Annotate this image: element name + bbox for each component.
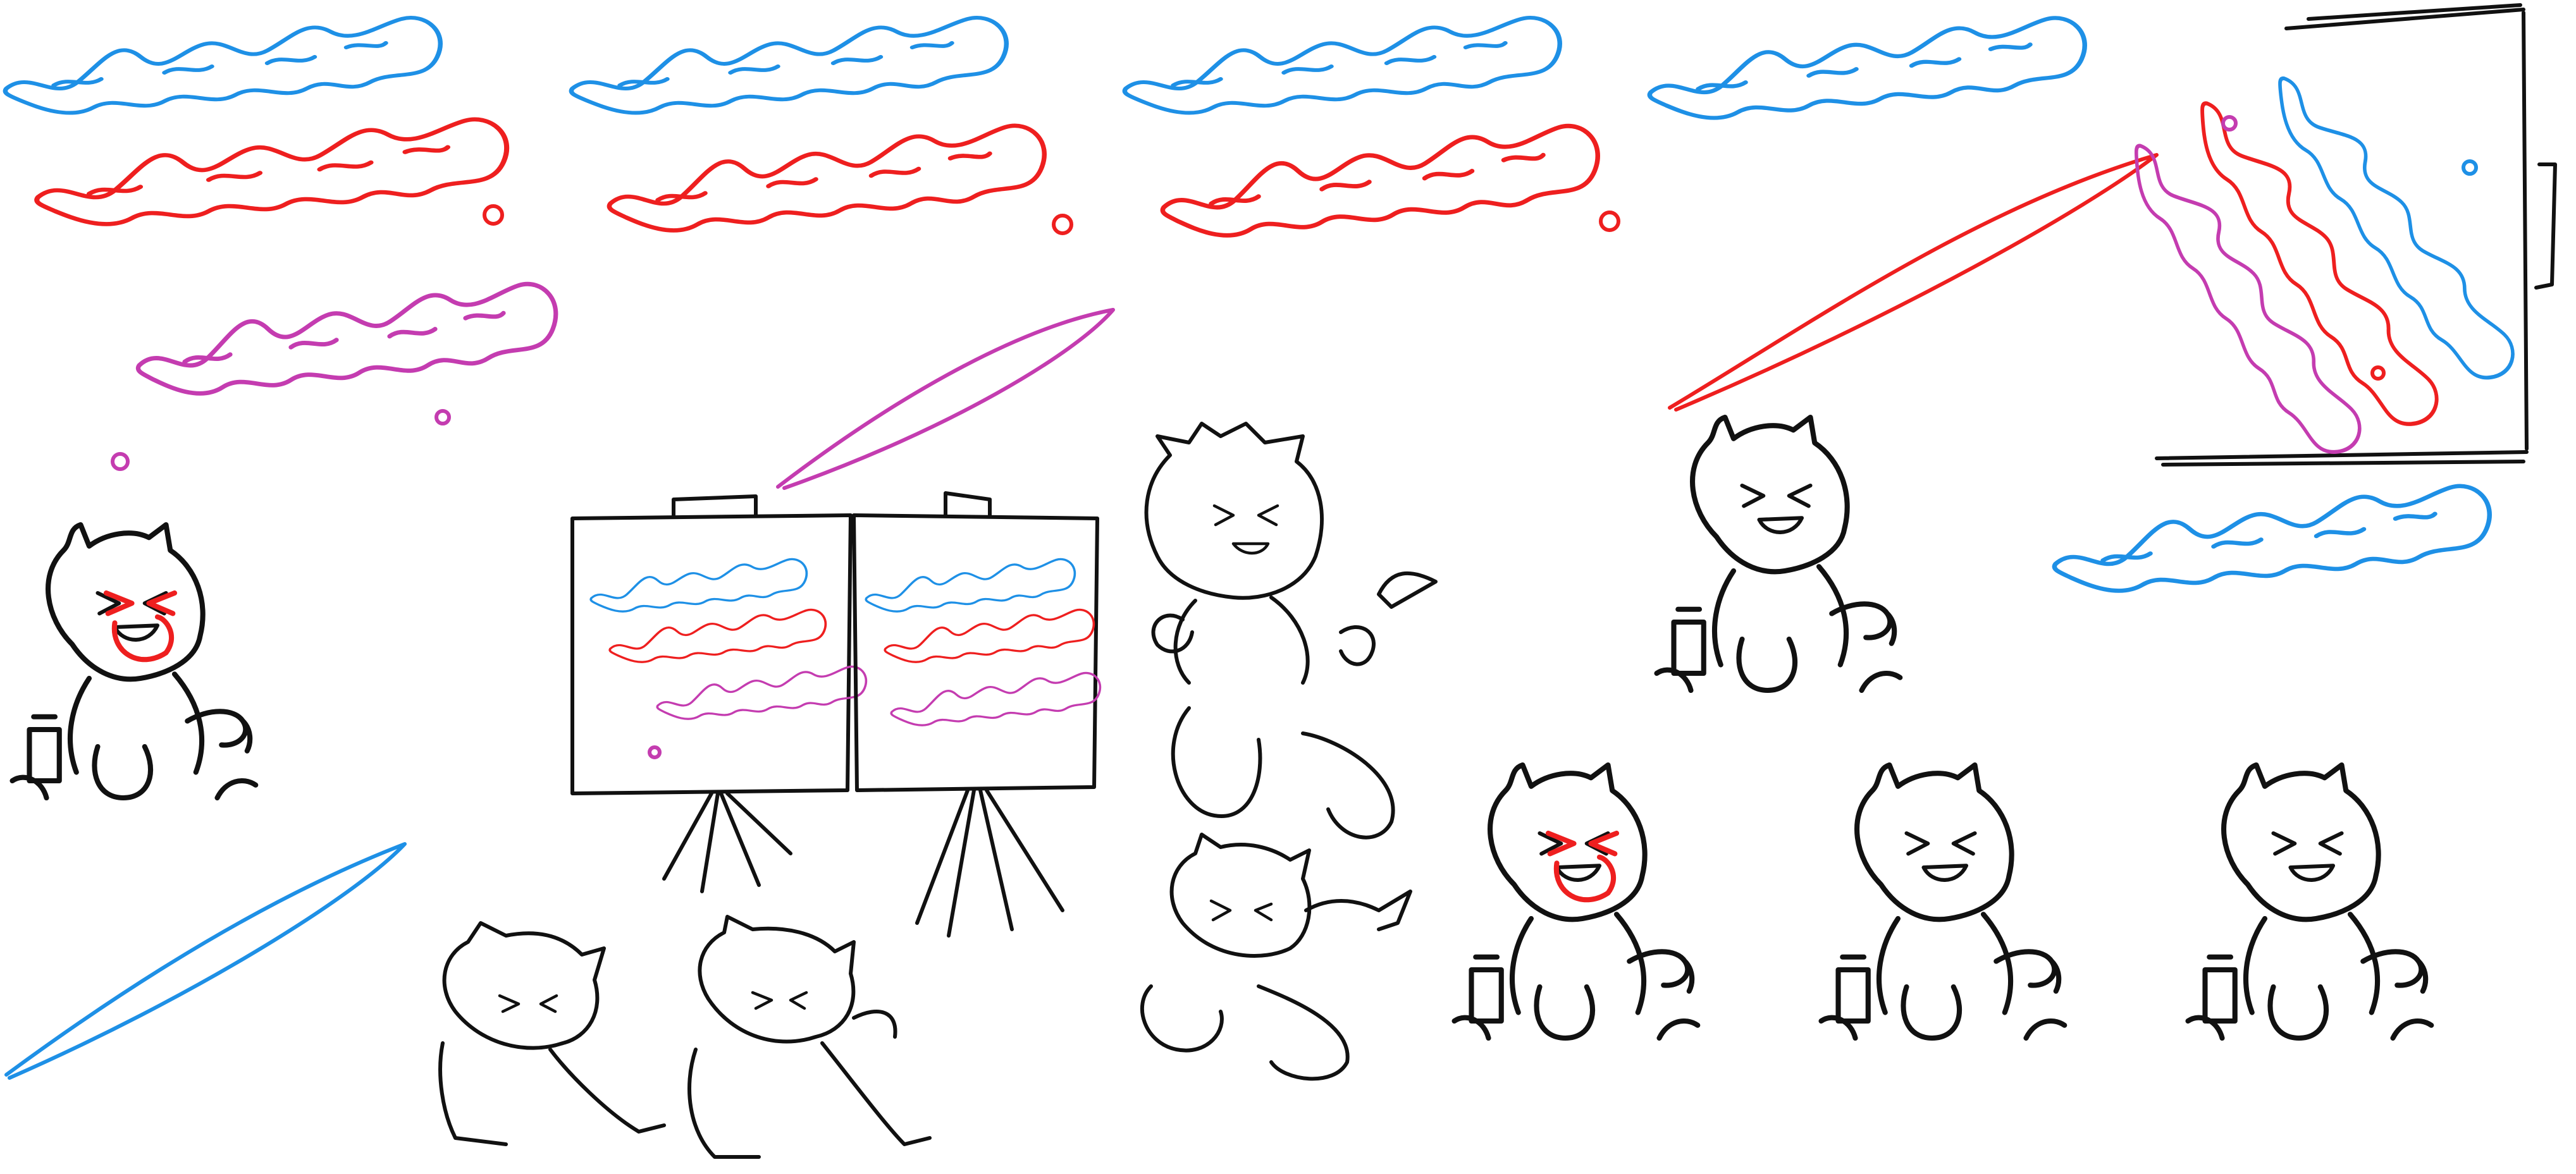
wave-group-3 bbox=[1125, 18, 1620, 235]
laughing-critter-row-1 bbox=[1455, 765, 1698, 1038]
framed-wave-painting bbox=[2121, 3, 2557, 478]
dancing-pair-right bbox=[687, 915, 932, 1159]
wave-group-5 bbox=[2054, 486, 2489, 591]
laughing-critter-row-2 bbox=[1821, 765, 2065, 1038]
wave-group-2 bbox=[571, 18, 1115, 490]
laughing-critter-row-3 bbox=[2188, 765, 2432, 1038]
easel-left bbox=[570, 494, 868, 893]
wave-group-1 bbox=[5, 18, 555, 471]
pink-brush-streak bbox=[776, 308, 1115, 490]
dancing-figure-crouch bbox=[1140, 833, 1412, 1081]
wave-group-4 bbox=[1649, 18, 2159, 412]
red-brush-streak bbox=[1668, 153, 2159, 412]
blue-brush-streak bbox=[4, 842, 407, 1080]
laughing-critter-left bbox=[13, 525, 256, 798]
dancing-pair-left bbox=[438, 921, 666, 1146]
easel-right bbox=[852, 491, 1102, 938]
dancing-figure-big bbox=[1144, 422, 1438, 840]
laughing-critter-top bbox=[1657, 417, 1901, 690]
